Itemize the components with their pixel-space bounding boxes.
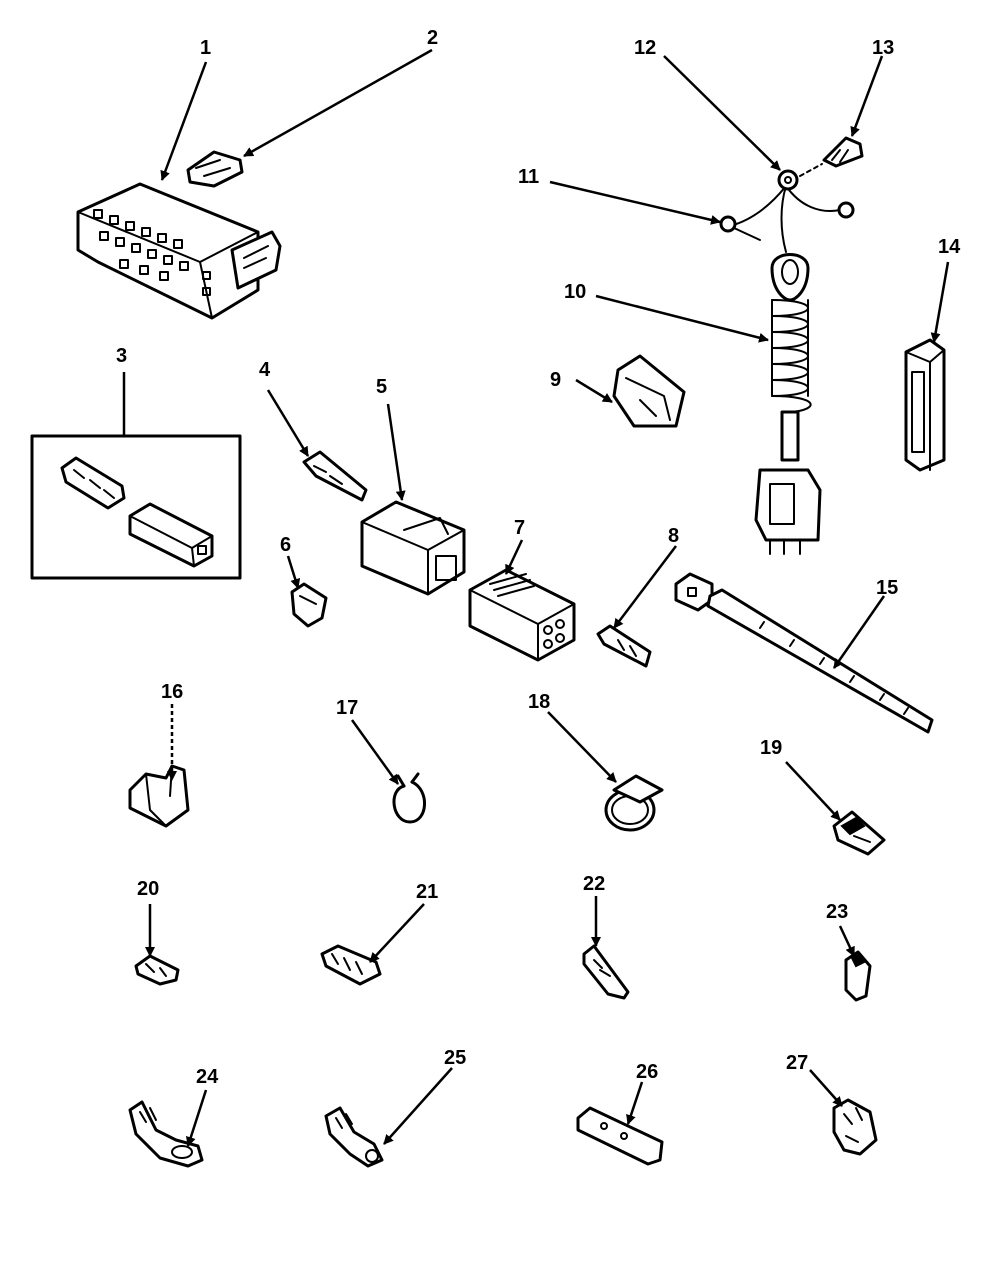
- callout-19: 19: [760, 737, 782, 759]
- leader-14: [930, 261, 950, 343]
- leader-26: [626, 1081, 644, 1125]
- leader-18: [547, 711, 617, 783]
- leader-15: [832, 595, 886, 669]
- callout-5: 5: [376, 376, 387, 398]
- part-18-hose-clamp: [604, 774, 664, 832]
- callout-11: 11: [518, 166, 539, 188]
- leader-13: [850, 55, 884, 137]
- part-5-connector-housing: [360, 500, 466, 596]
- leader-8: [613, 545, 677, 629]
- leader-24: [185, 1089, 208, 1147]
- callout-2: 2: [427, 27, 438, 49]
- leader-19: [785, 761, 841, 821]
- leader-11: [549, 180, 721, 225]
- leader-12: [663, 55, 781, 171]
- callout-25: 25: [444, 1047, 466, 1069]
- callout-12: 12: [634, 37, 656, 59]
- callout-23: 23: [826, 901, 848, 923]
- part-15-cable-tie: [674, 572, 934, 734]
- callout-6: 6: [280, 534, 291, 556]
- leader-23: [838, 925, 856, 957]
- part-2-terminal: [186, 150, 244, 188]
- part-17-loop-clip: [392, 772, 426, 824]
- callout-27: 27: [786, 1052, 808, 1074]
- part-12-ring-terminal: [777, 169, 799, 191]
- part-26-flat-strip: [576, 1106, 664, 1166]
- leader-2: [243, 48, 433, 158]
- callout-7: 7: [514, 517, 525, 539]
- part-8-push-rivet: [596, 624, 652, 668]
- part-14-bracket: [904, 338, 946, 472]
- callout-3: 3: [116, 345, 127, 367]
- part-16-mounting-clip: [128, 764, 190, 828]
- callout-4: 4: [259, 359, 271, 381]
- callout-13: 13: [872, 37, 894, 59]
- callout-1: 1: [200, 37, 211, 59]
- callout-24: 24: [196, 1066, 219, 1088]
- part-7-six-way-connector: [468, 568, 576, 662]
- callout-14: 14: [938, 236, 961, 258]
- leader-9: [575, 378, 613, 404]
- callout-10: 10: [564, 281, 586, 303]
- part-3-kit-housing: [128, 502, 214, 568]
- callout-9: 9: [550, 369, 561, 391]
- part-11-wire-terminal: [719, 201, 855, 241]
- part-27-bracket-terminal: [832, 1098, 878, 1156]
- leader-25: [383, 1067, 453, 1145]
- callout-15: 15: [876, 577, 898, 599]
- part-22-spade-terminal: [582, 944, 630, 1000]
- part-23-terminal: [844, 950, 872, 1002]
- leader-4: [266, 389, 310, 457]
- callout-8: 8: [668, 525, 679, 547]
- part-4-pin-terminal: [302, 450, 368, 502]
- callout-18: 18: [528, 691, 550, 713]
- leader-1: [160, 61, 208, 181]
- part-6-clip: [290, 582, 328, 628]
- callout-26: 26: [636, 1061, 658, 1083]
- part-1-connector-block: [76, 182, 282, 320]
- part-10-coiled-cord: [729, 185, 841, 555]
- leader-17: [350, 719, 400, 785]
- part-20-flat-terminal: [134, 954, 180, 986]
- leader-6: [286, 555, 301, 589]
- part-24-ring-terminal: [128, 1100, 204, 1168]
- callout-22: 22: [583, 873, 605, 895]
- part-25-ring-terminal: [324, 1106, 384, 1168]
- leader-10: [595, 294, 769, 343]
- part-9-cable-clip: [612, 354, 686, 428]
- callout-17: 17: [336, 697, 358, 719]
- callout-20: 20: [137, 878, 159, 900]
- leader-7: [504, 539, 524, 575]
- callout-21: 21: [416, 881, 438, 903]
- leader-5: [386, 403, 406, 501]
- part-3-kit-terminal: [60, 456, 126, 510]
- callout-16: 16: [161, 681, 183, 703]
- part-13-screw: [799, 136, 864, 177]
- leader-21: [369, 903, 425, 963]
- part-19-small-connector: [832, 810, 886, 856]
- part-21-crimp-terminal: [320, 944, 382, 986]
- leader-27: [809, 1069, 843, 1107]
- part-3-kit-box: [30, 434, 242, 580]
